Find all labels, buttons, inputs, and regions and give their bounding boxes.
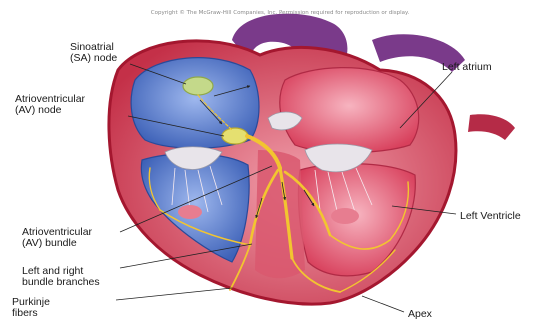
sa-node-label: Sinoatrial (SA) node <box>70 42 117 64</box>
purkinje-label: Purkinje fibers <box>12 297 50 319</box>
left-atrium <box>280 68 419 153</box>
copyright-notice: Copyright © The McGraw-Hill Companies, I… <box>100 10 460 16</box>
pulmonary-vein <box>468 114 515 140</box>
av-node-label: Atrioventricular (AV) node <box>15 94 85 116</box>
purkinje-label-line2: fibers <box>12 308 50 319</box>
av-node-label-line2: (AV) node <box>15 105 85 116</box>
bundle-branches-label-line2: bundle branches <box>22 277 100 288</box>
left-ventricle-label: Left Ventricle <box>460 211 521 222</box>
apex-label: Apex <box>408 309 432 320</box>
sa-node-label-line2: (SA) node <box>70 53 117 64</box>
sa-node <box>183 77 213 95</box>
av-node <box>222 128 248 144</box>
av-bundle-label: Atrioventricular (AV) bundle <box>22 227 92 249</box>
left-atrium-label: Left atrium <box>442 62 492 73</box>
bundle-branches-label: Left and right bundle branches <box>22 266 100 288</box>
av-bundle-label-line2: (AV) bundle <box>22 238 92 249</box>
